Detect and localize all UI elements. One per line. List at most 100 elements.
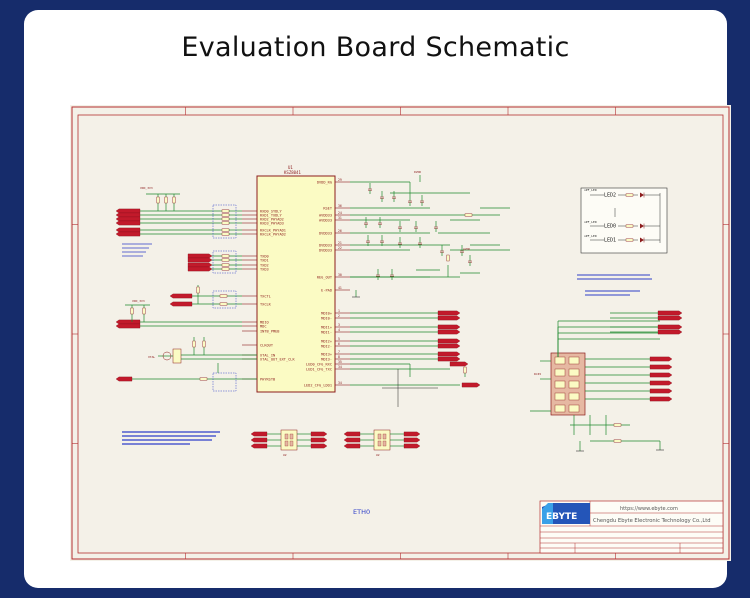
net-label bbox=[250, 443, 268, 449]
schematic-drawing: U1 KSZ8041 RXD0_SYDLYRXD1_TXDLYRXD2_PHYA… bbox=[71, 106, 730, 560]
ic-left-pins: RXD0_SYDLYRXD1_TXDLYRXD2_PHYAD2RXD3_PHYA… bbox=[242, 209, 295, 381]
transformer-coil bbox=[568, 380, 580, 389]
resistor-array-outline bbox=[212, 250, 237, 274]
net-label bbox=[437, 315, 461, 321]
crystal-label: XTAL bbox=[148, 355, 155, 359]
ic-pin-name: DVDD33 bbox=[319, 243, 332, 247]
ic-pin-name: RXCLK_PHYAD2 bbox=[260, 232, 286, 236]
page-title: Evaluation Board Schematic bbox=[181, 32, 570, 63]
ic-pin-number: 7 bbox=[338, 350, 340, 354]
net-label bbox=[115, 376, 133, 382]
resistor-array-outline bbox=[212, 290, 237, 309]
led-symbol bbox=[640, 237, 644, 243]
net-label bbox=[657, 324, 683, 330]
resistor bbox=[164, 196, 168, 204]
transformer-coil bbox=[554, 392, 566, 401]
ic-pin-number: 34 bbox=[338, 381, 342, 385]
ic-pin-name: DVDD_RG bbox=[317, 180, 332, 184]
led-symbol bbox=[640, 223, 644, 229]
ic-right-pins: DVDD_RG29RSET36AVDD3324AVDD3331DVDD3326D… bbox=[304, 178, 350, 387]
led-symbol bbox=[640, 192, 644, 198]
net-label bbox=[115, 208, 141, 214]
crystal bbox=[172, 348, 182, 364]
logo-text: EBYTE bbox=[546, 512, 577, 522]
website-text: https://www.ebyte.com bbox=[620, 506, 678, 512]
oscillator bbox=[162, 351, 172, 361]
resistor bbox=[464, 213, 473, 217]
ic-pin-name: XTAL_OUT_EXT_CLK bbox=[260, 357, 295, 361]
ic-pin-number: 26 bbox=[338, 229, 342, 233]
transformer-coil bbox=[568, 368, 580, 377]
net-label bbox=[437, 329, 461, 335]
ic-pin-name: RXD3_PHYAD3 bbox=[260, 221, 284, 225]
resistor bbox=[625, 238, 634, 242]
power-label: AVDD bbox=[463, 247, 470, 251]
ic-pin-number: 6 bbox=[338, 342, 340, 346]
ic-pin-name: TXD3 bbox=[260, 267, 269, 271]
power-label: DVDD bbox=[414, 170, 421, 174]
net-label bbox=[403, 437, 421, 443]
net-label bbox=[461, 382, 481, 388]
resistor bbox=[219, 294, 228, 298]
ic-pin-number: 22 bbox=[338, 246, 342, 250]
ic-pin-number: 29 bbox=[338, 178, 342, 182]
resistor bbox=[446, 254, 450, 262]
resistor bbox=[221, 221, 230, 225]
diode bbox=[382, 433, 387, 440]
ic-pin-name: RXD0_SYDLY bbox=[260, 209, 282, 213]
net-label bbox=[115, 323, 141, 329]
net-label bbox=[115, 216, 141, 222]
diode bbox=[284, 440, 289, 447]
net-label bbox=[310, 437, 328, 443]
blue-note bbox=[122, 274, 652, 445]
ic-pin-number: 4 bbox=[338, 328, 340, 332]
net-label bbox=[250, 431, 268, 437]
ic-pin-number: 5 bbox=[338, 337, 340, 341]
sheet-inner-frame bbox=[77, 114, 724, 554]
ic-pin-name: XTAL_IN bbox=[260, 353, 275, 357]
resistor bbox=[192, 340, 196, 348]
esd-chip bbox=[280, 429, 298, 451]
ic-pin-name: MDI3- bbox=[321, 357, 332, 361]
frame-ticks bbox=[72, 107, 729, 559]
ic-pin-name: LED1_CFG_TXC bbox=[306, 367, 332, 371]
resistor bbox=[156, 196, 160, 204]
led-label: LED0 bbox=[604, 223, 616, 229]
net-label bbox=[343, 443, 361, 449]
net-label bbox=[343, 431, 361, 437]
net-label bbox=[437, 343, 461, 349]
company-text: Chengdu Ebyte Electronic Technology Co.,… bbox=[593, 518, 711, 524]
ic-pin-name: TXCTL bbox=[260, 294, 271, 298]
net-label bbox=[187, 257, 213, 263]
net-label bbox=[649, 396, 673, 402]
resistor bbox=[613, 439, 622, 443]
power-label: VDD_3V3 bbox=[140, 186, 153, 190]
ic-pin-number: 8 bbox=[338, 355, 340, 359]
ic-pin-name: RXCLK_PHYAD1 bbox=[260, 228, 286, 232]
ic-pin-name: TXD0 bbox=[260, 254, 269, 258]
ic-pin-name: MDI1- bbox=[321, 330, 332, 334]
resistor bbox=[199, 377, 208, 381]
ic-pin-name: LED2_CFG_LDO1 bbox=[304, 383, 332, 387]
title-block: EBYTE https://www.ebyte.com Chengdu Ebyt… bbox=[539, 500, 724, 554]
resistor bbox=[221, 228, 230, 232]
resistor bbox=[221, 254, 230, 258]
ic-pin-name: PHYRSTB bbox=[260, 377, 275, 381]
ic-pin-name: MDI2+ bbox=[321, 339, 333, 343]
transformer-coil bbox=[568, 404, 580, 413]
ic-pin-name: LED0_CFG_RXC bbox=[306, 362, 332, 366]
chip-designator: U2 bbox=[283, 453, 287, 457]
resistor bbox=[221, 263, 230, 267]
resistor bbox=[202, 340, 206, 348]
ic-pin-name: MDI0+ bbox=[321, 311, 333, 315]
transformer-coil bbox=[554, 368, 566, 377]
net-label bbox=[649, 364, 673, 370]
resistor bbox=[219, 302, 228, 306]
ic-pin-name: DVDD33 bbox=[319, 231, 332, 235]
transformer-coil bbox=[554, 380, 566, 389]
chip-designator: U2 bbox=[376, 453, 380, 457]
led-net: nPF_LED bbox=[584, 188, 597, 192]
ebyte-logo: EBYTE bbox=[542, 503, 590, 524]
